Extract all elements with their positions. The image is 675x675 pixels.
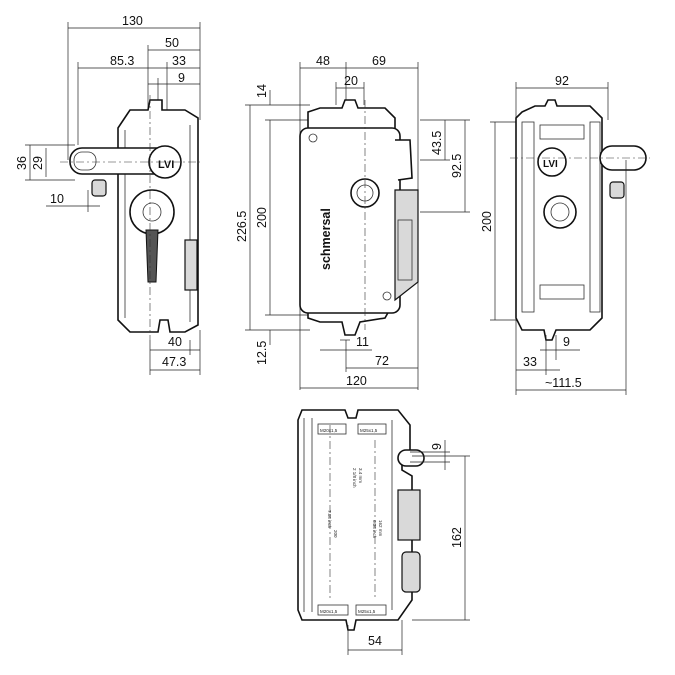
dim-200-right: 200 — [480, 211, 494, 232]
dim-33-right: 33 — [523, 355, 537, 369]
label-inner-right-2: 6.38 inch — [372, 520, 377, 539]
label-m25-bottom: M25x1,5 — [358, 609, 376, 614]
dim-50: 50 — [165, 36, 179, 50]
dim-36: 36 — [15, 156, 29, 170]
dim-12-5: 12.5 — [255, 341, 269, 365]
dim-43-5: 43.5 — [430, 131, 444, 155]
label-inner-left-2: 7.88 inch — [327, 510, 332, 529]
bottom-view: M20x1,5 M25x1,5 M20x1,5 M25x1,5 200 7.88… — [297, 409, 470, 655]
dim-47-3: 47.3 — [162, 355, 186, 369]
brand-text: schmersal — [319, 208, 333, 270]
dim-69: 69 — [372, 54, 386, 68]
lvi-logo-left: LVI — [158, 159, 174, 171]
dim-111-5: ~111.5 — [545, 376, 582, 390]
left-side-view: 130 50 85.3 33 9 36 29 10 LVI — [15, 14, 201, 375]
dim-72: 72 — [375, 354, 389, 368]
dim-9-right: 9 — [563, 335, 570, 349]
dim-48: 48 — [316, 54, 330, 68]
dim-54: 54 — [368, 634, 382, 648]
dim-120: 120 — [346, 374, 367, 388]
dim-85-3: 85.3 — [110, 54, 134, 68]
lvi-logo-right: LVI — [543, 159, 558, 170]
right-side-view: 92 200 LVI 33 9 ~111.5 — [480, 74, 650, 395]
dim-92: 92 — [555, 74, 569, 88]
dim-40: 40 — [168, 335, 182, 349]
label-inner-left-1: 200 — [333, 530, 338, 538]
dim-200: 200 — [255, 207, 269, 228]
dim-11: 11 — [356, 335, 369, 349]
dim-29: 29 — [31, 156, 45, 170]
dim-162: 162 — [450, 527, 464, 548]
dim-130: 130 — [122, 14, 143, 28]
label-small-2: 2 1/8 inch — [352, 468, 357, 488]
dim-226-5: 226.5 — [235, 211, 249, 242]
dim-92-5: 92.5 — [450, 154, 464, 178]
label-m25-top: M25x1,5 — [360, 428, 378, 433]
label-inner-right-1: 162 mm — [378, 520, 383, 537]
label-m20-top: M20x1,5 — [320, 428, 338, 433]
dim-33: 33 — [172, 54, 186, 68]
label-m20-bottom: M20x1,5 — [320, 609, 338, 614]
label-small-1: 3.4 mm — [358, 468, 363, 483]
dim-9-bottom: 9 — [430, 443, 444, 450]
dim-14: 14 — [255, 84, 269, 98]
dim-9: 9 — [178, 71, 185, 85]
dim-10: 10 — [50, 192, 64, 206]
dim-20: 20 — [344, 74, 358, 88]
front-view: 48 69 20 226.5 200 14 12.5 43.5 92.5 — [235, 54, 470, 390]
